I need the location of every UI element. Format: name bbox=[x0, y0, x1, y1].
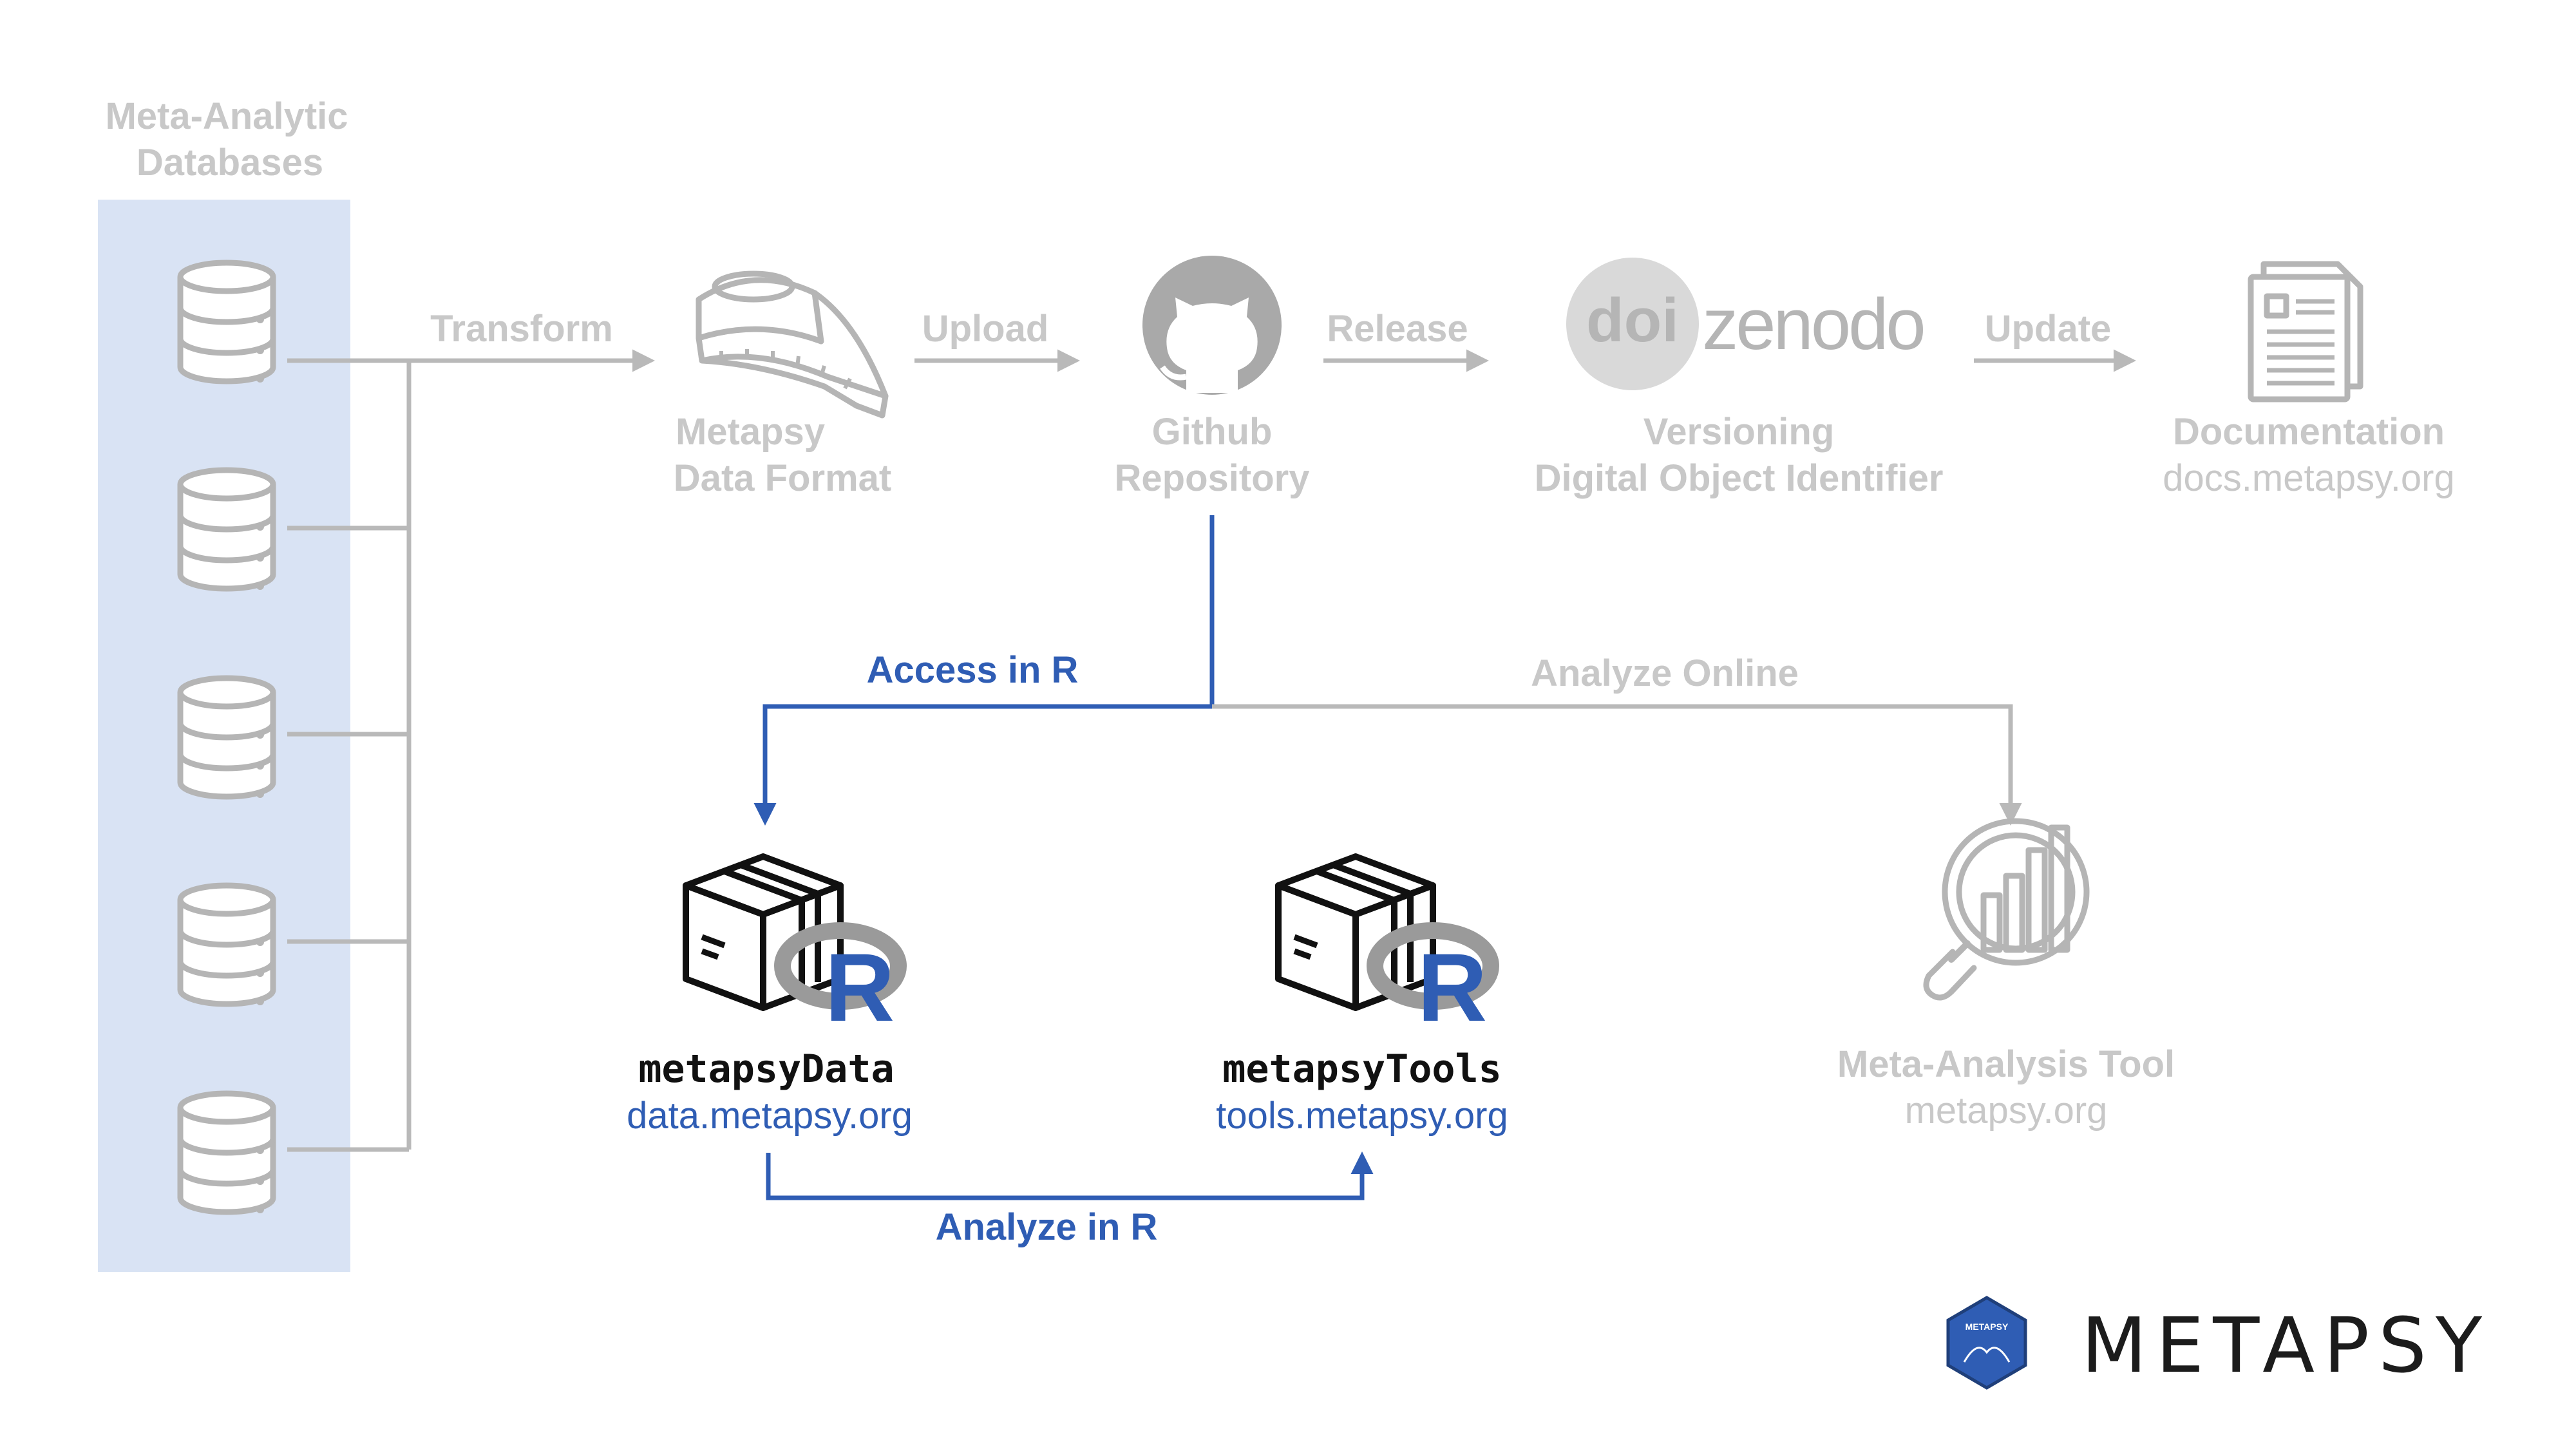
zenodo-line2: Digital Object Identifier bbox=[1535, 457, 1944, 499]
github-line1: Github bbox=[1152, 411, 1273, 453]
brand-name: METAPSY bbox=[2081, 1301, 2491, 1390]
analyze-in-r-arrow bbox=[766, 1151, 1374, 1200]
database-icon bbox=[180, 470, 273, 590]
analyze-in-r-label: Analyze in R bbox=[936, 1206, 1158, 1248]
doi-logo: doi bbox=[1566, 258, 1699, 390]
transform-label: Transform bbox=[430, 308, 613, 350]
package-r-icon: R bbox=[1278, 857, 1499, 1041]
meta-tool-line2: metapsy.org bbox=[1905, 1090, 2108, 1132]
document-icon bbox=[2248, 261, 2363, 402]
database-icon bbox=[180, 678, 273, 798]
zenodo-logo: zenodo bbox=[1702, 284, 1923, 365]
analyze-online-arrow bbox=[1212, 704, 2022, 826]
docs-line2: docs.metapsy.org bbox=[2163, 457, 2454, 499]
format-line2: Data Format bbox=[674, 457, 891, 499]
github-icon bbox=[1142, 256, 1282, 395]
database-connectors bbox=[287, 358, 412, 1152]
svg-text:R: R bbox=[825, 933, 895, 1041]
svg-text:doi: doi bbox=[1586, 286, 1679, 355]
package-r-icon: R bbox=[686, 857, 907, 1041]
zenodo-line1: Versioning bbox=[1643, 411, 1835, 453]
access-in-r-arrow bbox=[753, 515, 1215, 826]
github-line2: Repository bbox=[1115, 457, 1310, 499]
docs-line1: Documentation bbox=[2173, 411, 2445, 453]
upload-label: Upload bbox=[922, 308, 1049, 350]
magnifier-chart-icon bbox=[1923, 818, 2090, 1001]
metapsytools-name: metapsyTools bbox=[1222, 1046, 1501, 1092]
databases-title-line2: Databases bbox=[137, 142, 323, 184]
databases-title-line1: Meta-Analytic bbox=[105, 95, 348, 137]
measuring-tape-icon bbox=[696, 270, 889, 419]
meta-tool-line1: Meta-Analysis Tool bbox=[1837, 1043, 2175, 1085]
update-label: Update bbox=[1985, 308, 2112, 350]
metapsydata-url: data.metapsy.org bbox=[627, 1095, 913, 1137]
svg-text:R: R bbox=[1417, 933, 1487, 1041]
metapsy-badge: METAPSY bbox=[1946, 1296, 2027, 1390]
metapsytools-url: tools.metapsy.org bbox=[1216, 1095, 1508, 1137]
metapsydata-name: metapsyData bbox=[638, 1046, 894, 1092]
access-in-r-label: Access in R bbox=[867, 649, 1079, 691]
database-icon bbox=[180, 886, 273, 1005]
analyze-online-label: Analyze Online bbox=[1531, 652, 1799, 694]
format-line1: Metapsy bbox=[676, 411, 825, 453]
release-label: Release bbox=[1327, 308, 1468, 350]
database-icon bbox=[180, 1094, 273, 1213]
svg-text:METAPSY: METAPSY bbox=[1965, 1321, 2009, 1332]
database-icon bbox=[180, 263, 273, 383]
